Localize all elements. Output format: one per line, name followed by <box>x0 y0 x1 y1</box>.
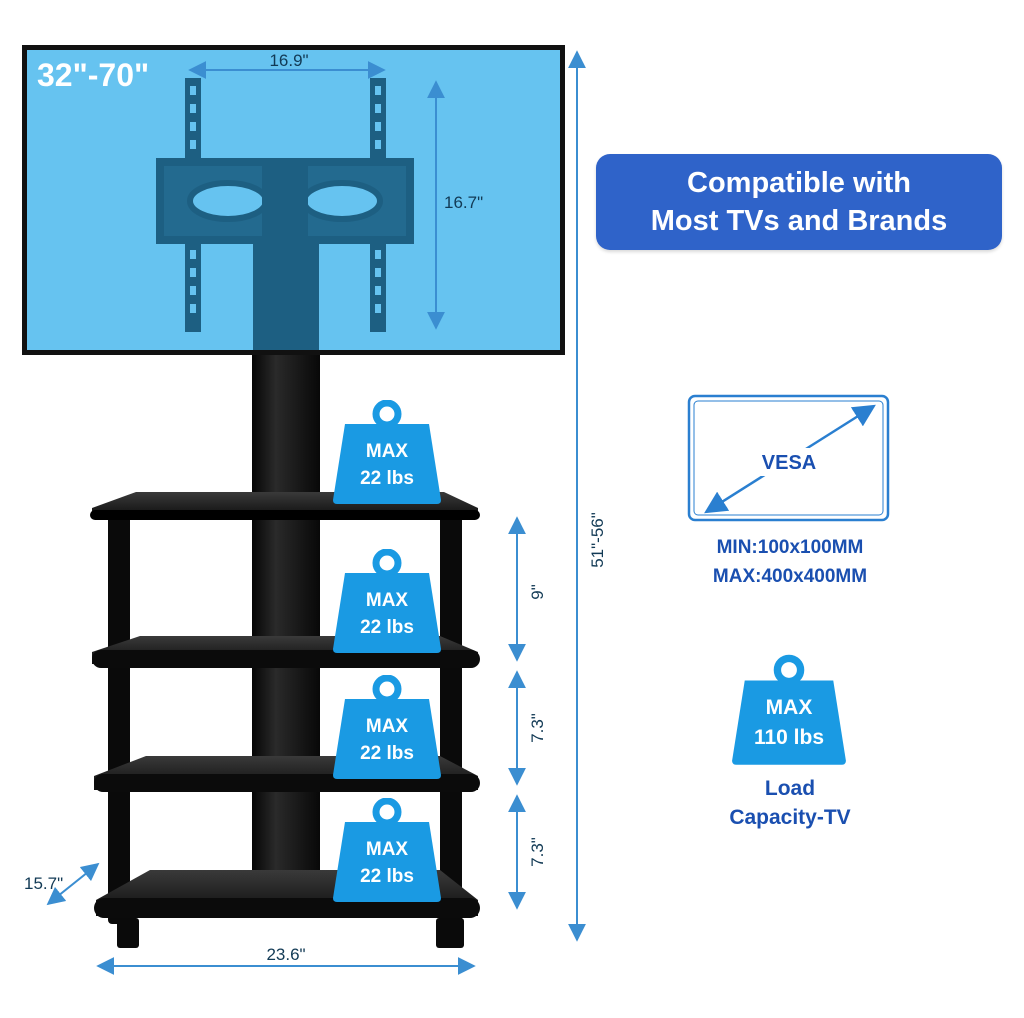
vesa-label: VESA <box>762 452 816 474</box>
shelf-weight-badge-1: MAX 22 lbs <box>333 403 441 504</box>
mount-height-label: 16.7" <box>444 193 483 212</box>
banner-line-1: Compatible with <box>687 167 911 199</box>
svg-text:22 lbs: 22 lbs <box>360 617 414 638</box>
stand-legs <box>108 512 464 948</box>
width-label: 23.6" <box>266 945 305 964</box>
load-caption-line-2: Capacity-TV <box>729 806 851 829</box>
mount-bracket <box>156 78 414 350</box>
depth-arrow <box>46 862 100 906</box>
total-height-label: 51"-56" <box>588 512 607 568</box>
load-capacity-badge: MAX 110 lbs <box>732 658 846 764</box>
svg-text:MAX: MAX <box>366 839 409 860</box>
shelf-gap-label-1: 9" <box>528 584 547 600</box>
tv-illustration: 32"-70" 16.9" 16.7" <box>22 45 565 355</box>
svg-text:22 lbs: 22 lbs <box>360 468 414 489</box>
svg-text:MAX: MAX <box>366 716 409 737</box>
mount-width-label: 16.9" <box>269 51 308 70</box>
shelf-gap-label-3: 7.3" <box>528 837 547 867</box>
load-capacity-caption: Load Capacity-TV <box>690 774 890 832</box>
center-pole <box>252 355 320 910</box>
vesa-icon: VESA <box>687 394 890 522</box>
vesa-spec: MIN:100x100MM MAX:400x400MM <box>660 533 920 591</box>
tv-size-range: 32"-70" <box>37 57 149 93</box>
vesa-min: MIN:100x100MM <box>716 537 864 558</box>
compatibility-banner: Compatible with Most TVs and Brands <box>596 154 1002 250</box>
svg-text:MAX: MAX <box>366 590 409 611</box>
depth-label: 15.7" <box>24 874 63 893</box>
stand-illustration: MAX 22 lbs MAX 22 lbs MAX 22 lbs MAX 22 … <box>24 50 607 975</box>
shelf-weight-badge-2: MAX 22 lbs <box>333 552 441 653</box>
svg-text:22 lbs: 22 lbs <box>360 743 414 764</box>
shelf-weight-badge-3: MAX 22 lbs <box>333 678 441 779</box>
svg-text:110 lbs: 110 lbs <box>754 726 824 749</box>
shelf-weight-badge-4: MAX 22 lbs <box>333 801 441 902</box>
vesa-max: MAX:400x400MM <box>712 566 868 587</box>
svg-text:22 lbs: 22 lbs <box>360 866 414 887</box>
shelf-gap-label-2: 7.3" <box>528 713 547 743</box>
svg-text:MAX: MAX <box>366 441 409 462</box>
banner-line-2: Most TVs and Brands <box>650 205 948 237</box>
svg-text:MAX: MAX <box>766 696 813 719</box>
load-caption-line-1: Load <box>764 777 816 800</box>
